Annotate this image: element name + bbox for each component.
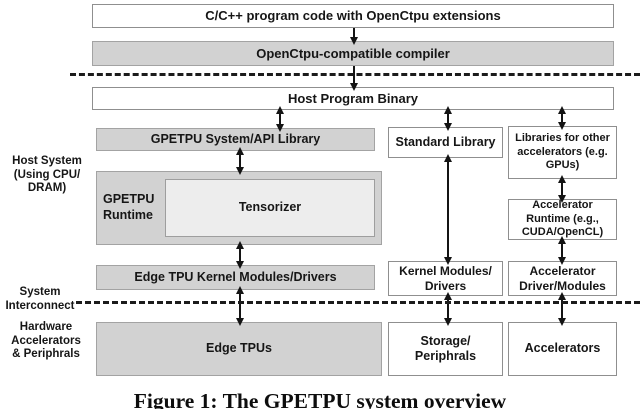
box-edge-tpus: Edge TPUs bbox=[96, 322, 382, 376]
dashed-separator-interconnect bbox=[76, 301, 640, 304]
box-storage-periphrals: Storage/ Periphrals bbox=[388, 322, 503, 376]
arrow-updown-icon bbox=[443, 106, 452, 131]
arrow-updown-icon bbox=[235, 241, 244, 269]
arrow-updown-icon bbox=[557, 236, 566, 265]
label-hardware-accelerators: Hardware Accelerators & Periphrals bbox=[11, 321, 81, 361]
label-host-system: Host System (Using CPU/ DRAM) bbox=[12, 155, 82, 195]
label-system-interconnect: System Interconnect bbox=[5, 286, 75, 312]
box-gpetpu-runtime: GPETPU Runtime Tensorizer bbox=[96, 171, 382, 245]
box-edge-tpu-kernel-modules: Edge TPU Kernel Modules/Drivers bbox=[96, 265, 375, 290]
arrow-updown-icon bbox=[443, 154, 452, 265]
box-cpp-program-code: C/C++ program code with OpenCtpu extensi… bbox=[92, 4, 614, 28]
box-accelerator-runtime: Accelerator Runtime (e.g., CUDA/OpenCL) bbox=[508, 199, 617, 240]
arrow-updown-icon bbox=[275, 106, 284, 132]
box-tensorizer: Tensorizer bbox=[165, 179, 375, 237]
box-standard-library: Standard Library bbox=[388, 127, 503, 158]
arrow-updown-icon bbox=[557, 175, 566, 203]
box-accelerators: Accelerators bbox=[508, 322, 617, 376]
arrow-down-icon bbox=[349, 66, 358, 91]
arrow-updown-icon bbox=[557, 106, 566, 130]
arrow-updown-icon bbox=[443, 292, 452, 326]
box-compiler: OpenCtpu-compatible compiler bbox=[92, 41, 614, 66]
arrow-down-icon bbox=[349, 28, 358, 45]
box-accelerator-driver-modules: Accelerator Driver/Modules bbox=[508, 261, 617, 296]
gpetpu-runtime-label: GPETPU Runtime bbox=[103, 192, 155, 222]
arrow-updown-icon bbox=[235, 286, 244, 326]
figure-caption: Figure 1: The GPETPU system overview bbox=[133, 389, 507, 409]
box-host-program-binary: Host Program Binary bbox=[92, 87, 614, 110]
dashed-separator-top bbox=[70, 73, 640, 76]
box-libraries-other-accelerators: Libraries for other accelerators (e.g. G… bbox=[508, 126, 617, 179]
arrow-updown-icon bbox=[557, 292, 566, 326]
box-kernel-modules-drivers: Kernel Modules/ Drivers bbox=[388, 261, 503, 296]
arrow-updown-icon bbox=[235, 147, 244, 175]
